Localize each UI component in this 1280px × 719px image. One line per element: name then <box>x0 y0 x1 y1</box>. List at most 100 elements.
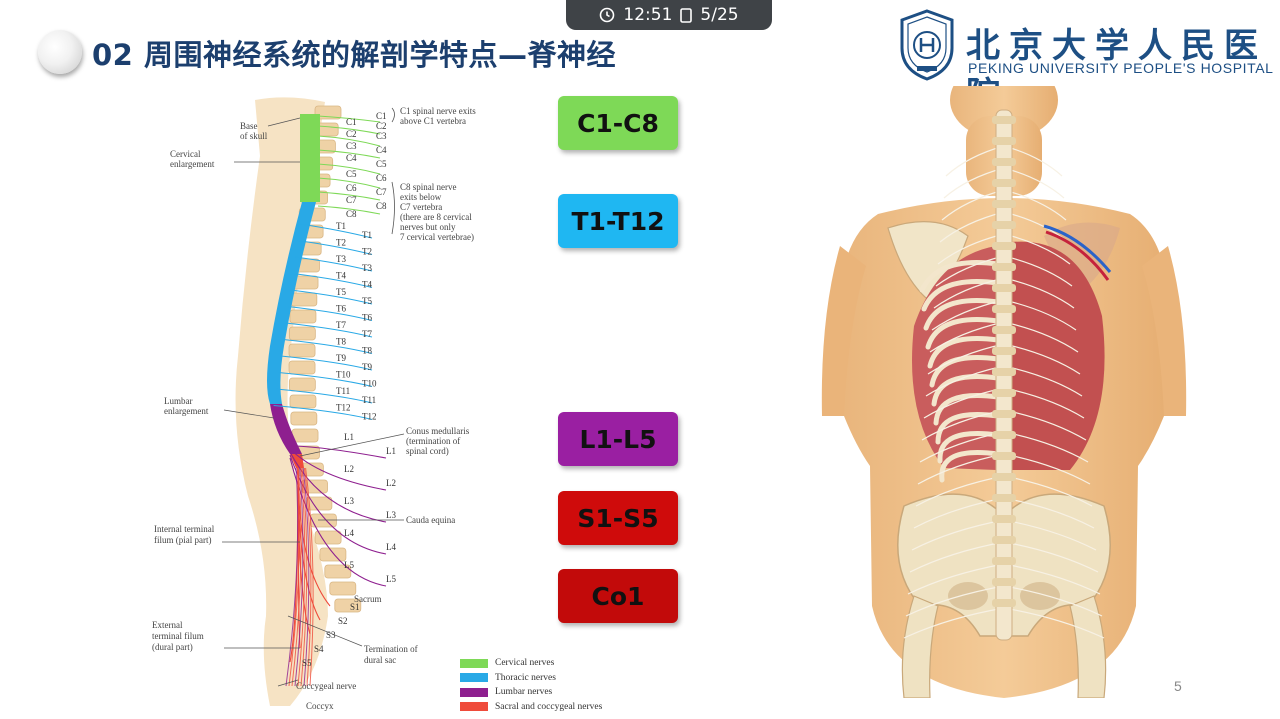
cervical-nerve-root <box>317 125 381 135</box>
level-label: L4 <box>344 528 354 538</box>
cervical-nerve-root <box>317 163 381 175</box>
level-label: C8 <box>376 201 387 211</box>
body-vertebra <box>992 368 1016 376</box>
level-label: S2 <box>338 616 348 626</box>
level-label: C5 <box>346 169 357 179</box>
label-c1-note: C1 spinal nerve exits <box>400 106 476 116</box>
title-bullet-icon <box>38 30 82 74</box>
level-label: L4 <box>386 542 396 552</box>
cervical-nerve-root <box>317 177 381 189</box>
badge-lumbar-label: L1-L5 <box>579 424 657 454</box>
rib <box>923 297 1001 331</box>
cauda-equina-strand <box>305 467 314 687</box>
badge-coccygeal-label: Co1 <box>591 581 645 611</box>
body-vertebra <box>992 389 1016 397</box>
body-vertebra <box>992 452 1016 460</box>
lumbar-cord-segment <box>270 404 302 454</box>
thoracic-nerve-root <box>297 239 373 256</box>
thoracic-nerve-root <box>275 388 373 404</box>
level-label: C6 <box>376 173 387 183</box>
level-label: T10 <box>336 370 351 380</box>
level-label: C2 <box>346 129 357 139</box>
level-label: L2 <box>386 478 396 488</box>
level-label: S5 <box>302 658 312 668</box>
body-nerve-right <box>1003 585 1103 617</box>
thoracic-nerve-root <box>287 305 373 322</box>
label-base-of-skull: Base <box>240 121 258 131</box>
status-time: 12:51 <box>623 5 673 25</box>
level-label: T8 <box>336 337 346 347</box>
label-lumbar-enlargement: Lumbar <box>164 396 193 406</box>
level-label: T12 <box>362 412 377 422</box>
level-label: T10 <box>362 379 377 389</box>
body-vertebra <box>992 179 1016 187</box>
level-label: T6 <box>336 304 346 314</box>
body-vertebra <box>992 326 1016 334</box>
rib <box>939 449 1001 483</box>
body-vertebra <box>992 137 1016 145</box>
body-vertebra <box>992 473 1016 481</box>
level-label: T5 <box>336 287 346 297</box>
body-nerve-right <box>1003 541 1099 573</box>
legend-item-thoracic: Thoracic nerves <box>460 671 602 686</box>
level-label: C1 <box>346 117 357 127</box>
body-vertebra <box>992 200 1016 208</box>
badge-lumbar: L1-L5 <box>558 412 678 466</box>
vertebra-body <box>289 394 317 409</box>
rib <box>925 316 1001 350</box>
thoracic-nerve-root <box>292 272 373 289</box>
vertebra-body <box>329 581 357 596</box>
legend-swatch <box>460 702 488 712</box>
cauda-equina-strand <box>303 467 312 687</box>
legend-item-cervical: Cervical nerves <box>460 656 602 671</box>
badge-sacral-label: S1-S5 <box>577 503 659 533</box>
label-cervical-enlargement: Cervical <box>170 149 201 159</box>
level-label: C6 <box>346 183 357 193</box>
vertebra-body <box>288 377 316 392</box>
rib <box>937 430 1001 464</box>
thoracic-nerve-root <box>283 338 373 355</box>
body-vertebra <box>992 158 1016 166</box>
body-nerve-left <box>909 541 1005 573</box>
slide-title: 02 周围神经系统的解剖学特点—脊神经 <box>92 38 616 72</box>
cauda-equina-strand <box>297 467 306 687</box>
badge-cervical-label: C1-C8 <box>577 108 659 138</box>
posterior-body-illustration <box>821 86 1187 698</box>
vertebra-body <box>289 309 317 324</box>
label-termination-dural-sac-2: dural sac <box>364 655 396 665</box>
body-vertebra <box>992 536 1016 544</box>
level-label: T8 <box>362 346 372 356</box>
level-label: C3 <box>346 141 357 151</box>
cervical-cord-segment <box>300 114 320 202</box>
thoracic-nerve-root <box>273 404 373 421</box>
label-internal-terminal-filum: Internal terminal <box>154 524 215 534</box>
legend-swatch <box>460 687 488 697</box>
legend-swatch <box>460 673 488 683</box>
level-label: C3 <box>376 131 387 141</box>
body-nerve-left <box>907 563 1005 595</box>
cervical-nerve-root <box>317 115 381 123</box>
body-vertebra <box>992 263 1016 271</box>
level-label: S1 <box>350 602 360 612</box>
body-vertebra <box>992 242 1016 250</box>
thoracic-cord-segment <box>267 202 316 404</box>
vertebra-body <box>291 428 319 443</box>
body-vertebra <box>992 578 1016 586</box>
label-coccyx: Coccyx <box>306 701 334 711</box>
label-external-terminal-filum-2: terminal filum <box>152 631 204 641</box>
label-conus-medullaris-3: spinal cord) <box>406 446 449 456</box>
level-label: L2 <box>344 464 354 474</box>
vertebra-body <box>319 547 347 562</box>
level-label: T6 <box>362 313 372 323</box>
level-label: C4 <box>346 153 357 163</box>
thoracic-nerve-root <box>290 289 373 305</box>
vertebra-body <box>288 343 316 358</box>
level-label: C7 <box>376 187 387 197</box>
label-conus-medullaris: Conus medullaris <box>406 426 470 436</box>
body-vertebra <box>992 431 1016 439</box>
level-label: L3 <box>344 496 354 506</box>
level-label: C4 <box>376 145 387 155</box>
body-vertebra <box>992 347 1016 355</box>
rib <box>935 411 1001 445</box>
